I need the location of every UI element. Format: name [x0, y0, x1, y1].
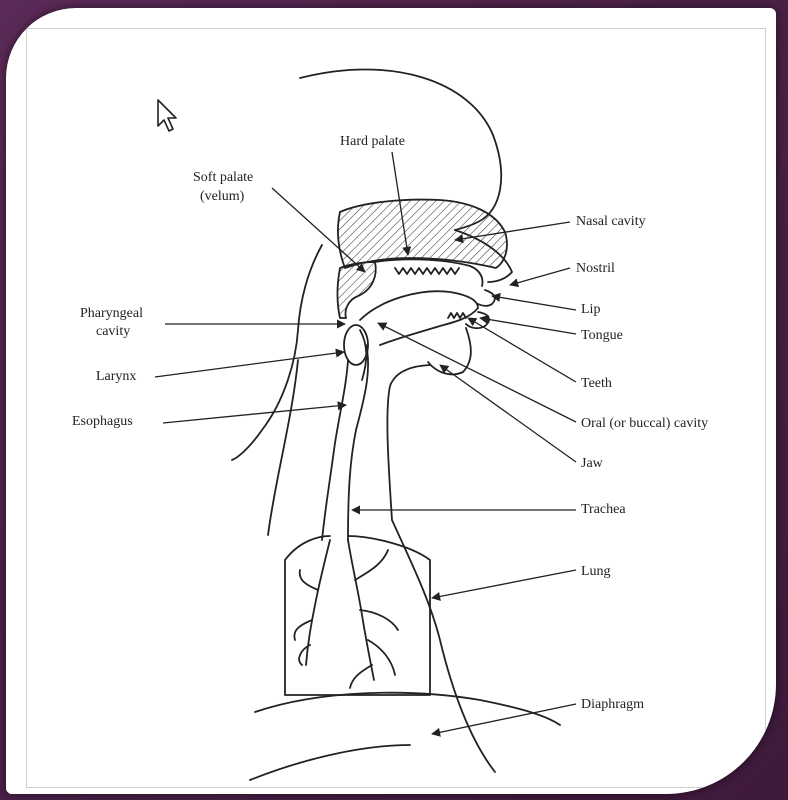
- lower-teeth: [448, 313, 466, 318]
- label-pharyngeal: Pharyngeal: [80, 306, 143, 322]
- upper-teeth: [395, 268, 459, 274]
- label-jaw: Jaw: [581, 456, 603, 472]
- leader-diaphragm: [432, 704, 576, 734]
- label-esophagus: Esophagus: [72, 414, 133, 430]
- neck-back-outline: [232, 245, 322, 460]
- leader-jaw: [440, 365, 576, 462]
- label-lung: Lung: [581, 564, 611, 580]
- nasal-cavity: [338, 200, 507, 268]
- leader-nostril: [510, 268, 570, 285]
- trachea-back: [360, 330, 366, 380]
- leader-lung: [432, 570, 576, 598]
- label-trachea: Trachea: [581, 502, 626, 518]
- label-tongue: Tongue: [581, 328, 623, 344]
- diaphragm-lower: [250, 745, 410, 780]
- label-oral-cavity: Oral (or buccal) cavity: [581, 416, 708, 432]
- pharynx-wall: [337, 262, 375, 318]
- larynx: [344, 325, 368, 365]
- esophagus-tube: [322, 360, 348, 540]
- bronchi-left: [294, 540, 330, 665]
- leader-larynx: [155, 352, 344, 377]
- upper-lip: [478, 290, 495, 306]
- mouse-pointer-icon: [156, 98, 180, 139]
- label-hard-palate: Hard palate: [340, 134, 405, 150]
- label-soft-palate-velum: (velum): [200, 189, 244, 205]
- hard-palate-roof: [375, 259, 483, 286]
- throat-outline: [387, 365, 430, 520]
- label-lip: Lip: [581, 302, 600, 318]
- label-nasal-cavity: Nasal cavity: [576, 214, 646, 230]
- diaphragm: [255, 693, 560, 725]
- leader-teeth: [468, 318, 576, 382]
- front-body-outline: [392, 520, 495, 772]
- label-nostril: Nostril: [576, 261, 615, 277]
- leader-lip: [492, 296, 576, 310]
- bronchi-right: [348, 540, 398, 688]
- label-larynx: Larynx: [96, 369, 136, 385]
- lung-outline: [285, 536, 430, 695]
- label-teeth: Teeth: [581, 376, 612, 392]
- label-soft-palate: Soft palate: [193, 170, 253, 186]
- back-body-outline: [268, 360, 298, 535]
- leader-tongue: [480, 318, 576, 334]
- leader-oral-cavity: [378, 323, 576, 422]
- trachea-front: [348, 345, 368, 540]
- leader-esophagus: [163, 405, 346, 423]
- label-pharyngeal-cavity: cavity: [96, 324, 130, 340]
- label-diaphragm: Diaphragm: [581, 697, 644, 713]
